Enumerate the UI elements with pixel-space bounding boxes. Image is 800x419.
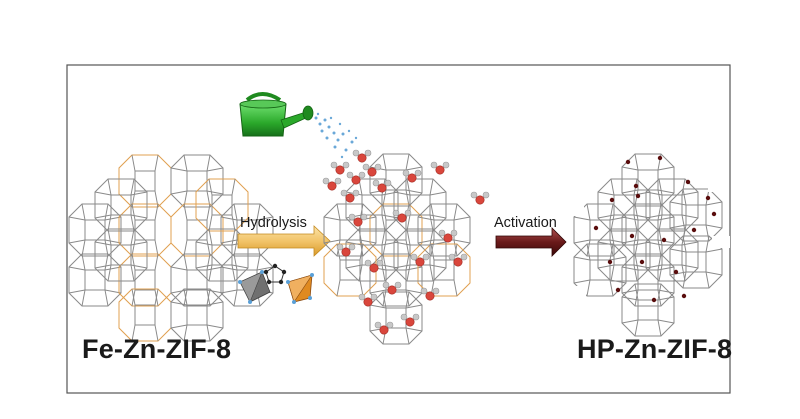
hydrolysis-arrow [237, 225, 331, 257]
water-spray-icon [314, 112, 358, 159]
figure-frame [66, 64, 731, 394]
activation-label: Activation [494, 215, 557, 231]
tetrahedron-orange-icon [286, 273, 314, 304]
tetrahedron-gray-icon [238, 270, 271, 304]
activation-arrow [495, 227, 567, 257]
left-material-label: Fe-Zn-ZIF-8 [82, 334, 232, 364]
watering-can-icon [239, 92, 314, 137]
defect-dots [593, 155, 717, 303]
right-material-label: HP-Zn-ZIF-8 [577, 334, 733, 364]
hydrolysis-label: Hydrolysis [240, 215, 307, 231]
imidazolate-linker-icon [263, 263, 287, 285]
hp-zn-zif-8-framework [572, 153, 730, 337]
